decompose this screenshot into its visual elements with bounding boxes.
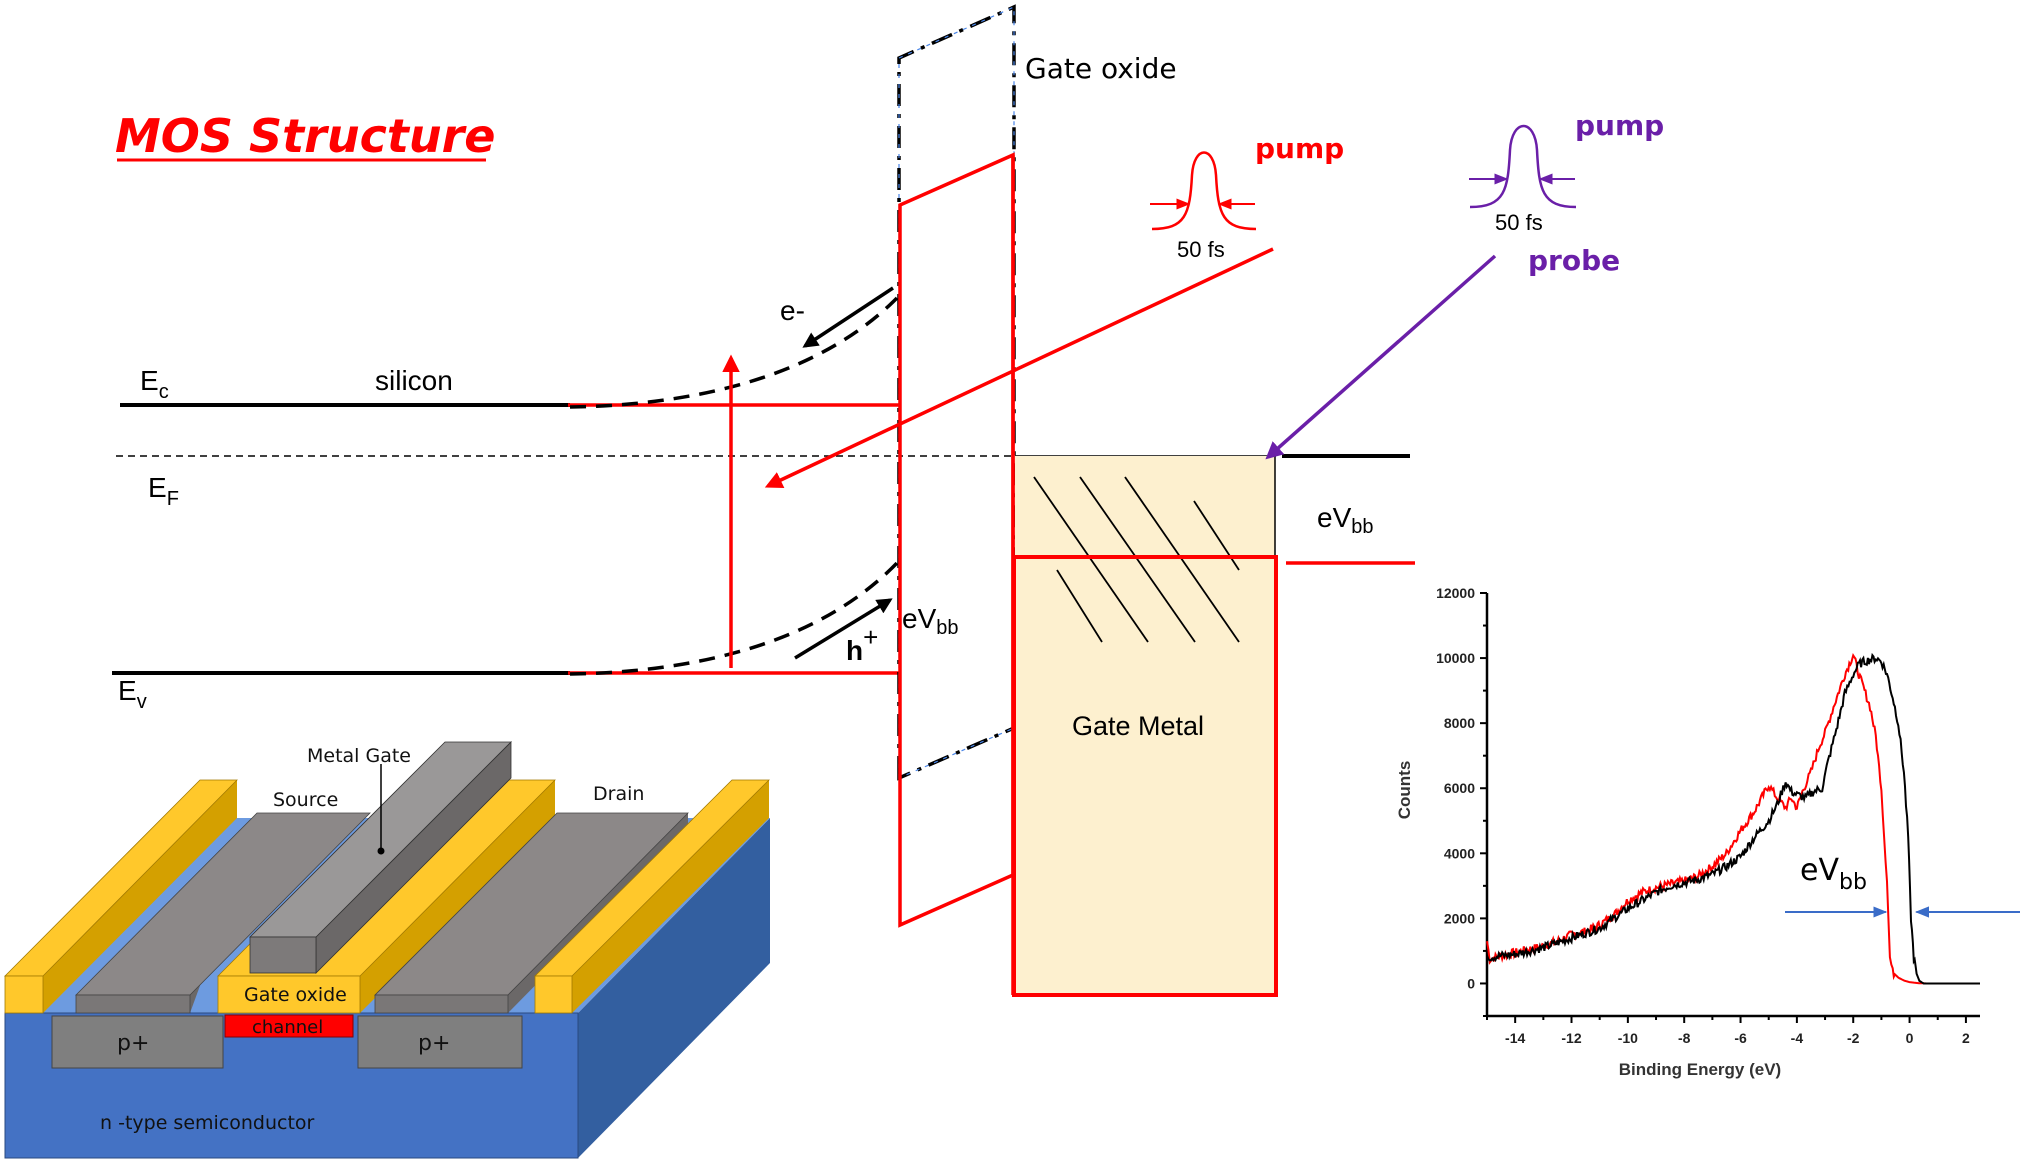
x-tick-label: -4	[1791, 1030, 1804, 1046]
p-plus-right-label: p+	[418, 1031, 450, 1056]
y-tick-label: 2000	[1444, 910, 1475, 926]
probe-pulse-shape	[1469, 124, 1577, 209]
y-tick-label: 0	[1467, 975, 1475, 991]
gate-oxide-label: Gate oxide	[1025, 52, 1177, 85]
gate-oxide-block	[217, 975, 361, 1014]
metal-gate-label: Metal Gate	[307, 745, 411, 767]
x-tick-label: -2	[1847, 1030, 1860, 1046]
series-line-red	[1486, 652, 1980, 985]
x-tick-label: -10	[1618, 1030, 1638, 1046]
y-axis-label: Counts	[1395, 761, 1414, 820]
hatch-line	[1056, 569, 1103, 643]
drain-slab-front	[374, 994, 509, 1014]
x-tick-label: 2	[1962, 1030, 1970, 1046]
band-diagram: Ec silicon EF Ev e- h+ eVbb eVbb Gate ox…	[112, 4, 1497, 997]
substrate-side-face	[578, 818, 770, 1158]
y-tick-label: 8000	[1444, 715, 1475, 731]
hatch-line	[1079, 476, 1196, 643]
pump-duration: 50 fs	[1177, 237, 1225, 262]
valence-band-bending	[569, 561, 899, 676]
pump-beam-arrow	[764, 247, 1274, 488]
x-tick-label: -8	[1678, 1030, 1691, 1046]
oxide-dashdot-black	[897, 4, 1016, 781]
right-rail-side	[572, 780, 769, 1013]
channel-region	[224, 1014, 354, 1038]
pump-pulse-shape	[1151, 151, 1257, 231]
conduction-band-bending	[569, 296, 899, 409]
probe-pump-label: pump	[1575, 109, 1664, 142]
right-rail-front	[534, 975, 573, 1014]
device-gate-oxide-label: Gate oxide	[244, 984, 347, 1006]
left-rail-side	[43, 780, 237, 1013]
gate-metal-label: Gate Metal	[1072, 711, 1204, 741]
ev-label: Ev	[118, 675, 147, 713]
p-plus-right-region	[357, 1015, 523, 1069]
probe-duration: 50 fs	[1495, 210, 1543, 235]
pump-label: pump	[1255, 132, 1344, 165]
metal-gate-front	[249, 936, 317, 974]
mos-device: Metal Gate Source Drain Gate oxide chann…	[4, 741, 770, 1159]
ec-label: Ec	[140, 365, 169, 403]
electron-arrow	[802, 286, 894, 348]
gate-oxide-outline	[897, 4, 1016, 781]
drain-label: Drain	[593, 783, 644, 805]
oxide-red-outline	[898, 152, 1015, 928]
series-line-black	[1486, 652, 1980, 985]
chart-series	[1486, 652, 1980, 985]
figure-title: MOS Structure	[115, 109, 495, 163]
ef-label: EF	[148, 472, 179, 510]
x-tick-label: 0	[1906, 1030, 1914, 1046]
hatch-line	[1124, 476, 1240, 643]
silicon-label: silicon	[375, 365, 453, 396]
p-plus-left-label: p+	[117, 1031, 149, 1056]
channel-label: channel	[252, 1017, 323, 1038]
y-tick-label: 6000	[1444, 780, 1475, 796]
y-tick-label: 10000	[1436, 650, 1475, 666]
substrate-label: n -type semiconductor	[100, 1112, 315, 1134]
hole-label: h+	[846, 622, 878, 666]
chart-evbb-annotation: eVbb	[1800, 853, 1867, 895]
photoemission-spectrum-chart: -14 -12 -10 -8 -6 -4 -2 0 2 0 2000 4000 6000 8000 1000…	[1395, 585, 2020, 1079]
probe-beam-arrow	[1265, 254, 1497, 460]
evbb-right-label: eVbb	[1317, 502, 1374, 538]
y-tick-label: 12000	[1436, 585, 1475, 601]
x-tick-label: -14	[1505, 1030, 1525, 1046]
left-rail-front	[4, 975, 44, 1014]
oxide-dashdot-blue	[898, 6, 1015, 779]
probe-label: probe	[1528, 244, 1620, 277]
source-slab-front	[75, 994, 191, 1014]
x-axis-label: Binding Energy (eV)	[1619, 1060, 1781, 1079]
metal-gate-pointer-dot	[377, 847, 385, 855]
metal-hatch	[1033, 476, 1240, 643]
evbb-left-label: eVbb	[902, 603, 959, 639]
y-tick-label: 4000	[1444, 845, 1475, 861]
gate-metal-fill	[1015, 456, 1275, 995]
hatch-line	[1033, 476, 1149, 643]
x-tick-label: -6	[1734, 1030, 1747, 1046]
electron-label: e-	[780, 295, 805, 326]
title-text: MOS Structure	[115, 109, 495, 163]
x-tick-label: -12	[1561, 1030, 1581, 1046]
middle-rail-side	[360, 780, 555, 1013]
pump-pulse: 50 fs pump	[1150, 132, 1344, 262]
probe-pulse: 50 fs pump probe	[1469, 109, 1664, 277]
source-label: Source	[273, 789, 338, 811]
hole-arrow	[794, 598, 893, 660]
p-plus-left-region	[51, 1015, 224, 1069]
